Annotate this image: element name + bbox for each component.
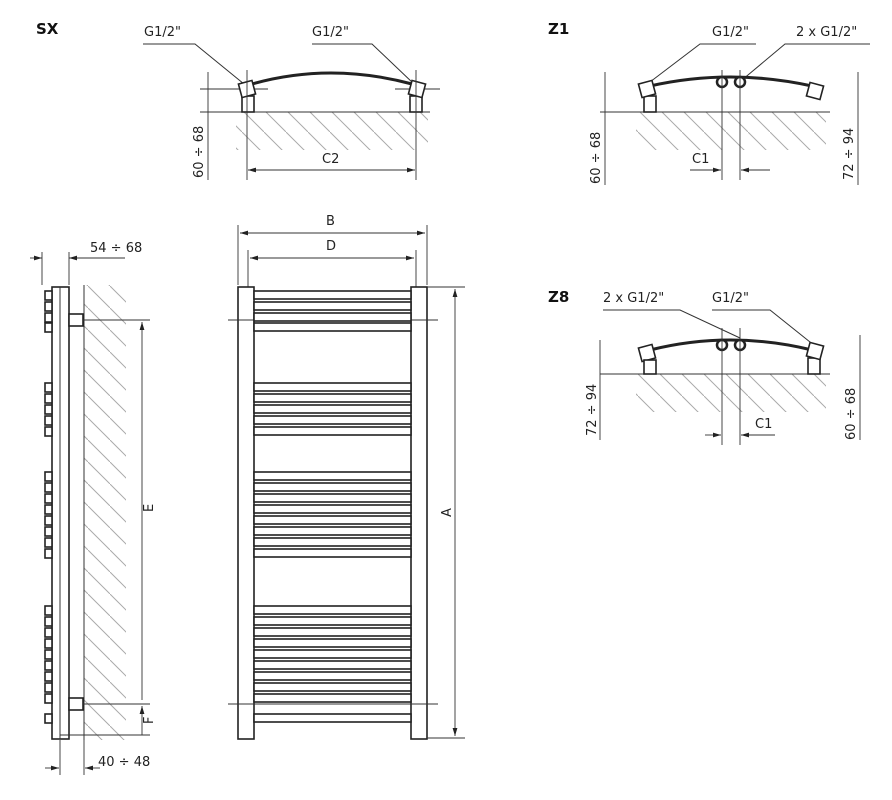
z1-connection-left: G1/2" — [712, 25, 749, 40]
wall-bracket-top — [68, 313, 84, 327]
sx-connection-left: G1/2" — [144, 25, 181, 40]
towel-bar — [253, 482, 412, 492]
sx-wall-dim: 60 ÷ 68 — [192, 126, 207, 178]
towel-bar — [253, 526, 412, 536]
towel-bar-side — [44, 290, 53, 301]
towel-bar-side — [44, 649, 53, 660]
towel-bar-side — [44, 627, 53, 638]
front-view: B D A — [228, 214, 465, 740]
z8-connection-left: 2 x G1/2" — [603, 291, 664, 306]
towel-bar — [253, 515, 412, 525]
side-height-e: E — [142, 504, 157, 512]
towel-bar-side — [44, 426, 53, 437]
towel-bar — [253, 382, 412, 392]
towel-bar-side — [44, 382, 53, 393]
sx-connection-right: G1/2" — [312, 25, 349, 40]
towel-bar — [253, 290, 412, 300]
towel-bar-side — [44, 312, 53, 323]
z1-spacing-label: C1 — [692, 152, 709, 167]
towel-bar — [253, 660, 412, 670]
towel-bar-side — [44, 404, 53, 415]
towel-bar-side — [44, 471, 53, 482]
z1-wall-dim-right: 72 ÷ 94 — [842, 128, 857, 180]
towel-bar-side — [44, 671, 53, 682]
z8-spacing-label: C1 — [755, 417, 772, 432]
towel-bar-side — [44, 713, 53, 724]
towel-bar-side — [44, 482, 53, 493]
wall-bracket-bottom — [68, 697, 84, 711]
towel-bar-side — [44, 393, 53, 404]
z8-top-view: Z8 2 x G1/2" G1/2" C1 72 ÷ 94 60 ÷ 68 — [548, 288, 861, 445]
z1-wall-dim-left: 60 ÷ 68 — [589, 132, 604, 184]
towel-bar — [253, 312, 412, 322]
z8-title: Z8 — [548, 288, 569, 306]
towel-bar — [253, 713, 412, 723]
towel-bar — [253, 301, 412, 311]
z1-title: Z1 — [548, 20, 569, 38]
sx-top-view: SX G1/2" G1/2" C2 60 ÷ 68 — [36, 20, 440, 180]
front-width-d: D — [326, 239, 336, 254]
towel-bar — [253, 471, 412, 481]
towel-bar-side — [44, 301, 53, 312]
towel-bar-side — [44, 322, 53, 333]
towel-bar-side — [44, 526, 53, 537]
wall-hatch — [236, 112, 428, 150]
towel-bar — [253, 548, 412, 558]
side-height-f: F — [142, 717, 157, 724]
z8-wall-dim-right: 60 ÷ 68 — [844, 388, 859, 440]
towel-bar — [253, 693, 412, 703]
z8-wall-dim-left: 72 ÷ 94 — [585, 384, 600, 436]
towel-bar — [253, 393, 412, 403]
towel-bar — [253, 627, 412, 637]
towel-bar-side — [44, 693, 53, 704]
towel-bar — [253, 616, 412, 626]
z1-top-view: Z1 G1/2" 2 x G1/2" C1 60 ÷ 68 72 ÷ 94 — [548, 20, 870, 185]
towel-bar — [253, 537, 412, 547]
wall-hatch — [84, 285, 126, 740]
towel-bar — [253, 504, 412, 514]
towel-bar — [253, 426, 412, 436]
towel-bar-side — [44, 682, 53, 693]
side-bottom-dim: 40 ÷ 48 — [98, 755, 150, 770]
towel-bar — [253, 649, 412, 659]
towel-bar-side — [44, 616, 53, 627]
towel-bar-side — [44, 537, 53, 548]
front-height-a: A — [440, 508, 455, 517]
sx-spacing-label: C2 — [322, 152, 339, 167]
side-view: 54 ÷ 68 E F 40 ÷ 48 — [30, 241, 157, 775]
towel-bar — [253, 322, 412, 332]
towel-bar-side — [44, 415, 53, 426]
towel-bar — [253, 415, 412, 425]
towel-bar — [253, 682, 412, 692]
z1-connection-right: 2 x G1/2" — [796, 25, 857, 40]
towel-bar — [253, 671, 412, 681]
towel-bar-side — [44, 548, 53, 559]
towel-bar-side — [44, 638, 53, 649]
towel-bar-side — [44, 493, 53, 504]
towel-bar-side — [44, 660, 53, 671]
towel-bar — [253, 493, 412, 503]
front-width-b: B — [326, 214, 335, 229]
towel-bar-side — [44, 504, 53, 515]
towel-bar-side — [44, 605, 53, 616]
side-top-dim: 54 ÷ 68 — [90, 241, 142, 256]
towel-bar — [253, 605, 412, 615]
towel-bar — [253, 404, 412, 414]
z8-connection-right: G1/2" — [712, 291, 749, 306]
towel-bar — [253, 638, 412, 648]
sx-title: SX — [36, 20, 59, 38]
towel-bar-side — [44, 515, 53, 526]
